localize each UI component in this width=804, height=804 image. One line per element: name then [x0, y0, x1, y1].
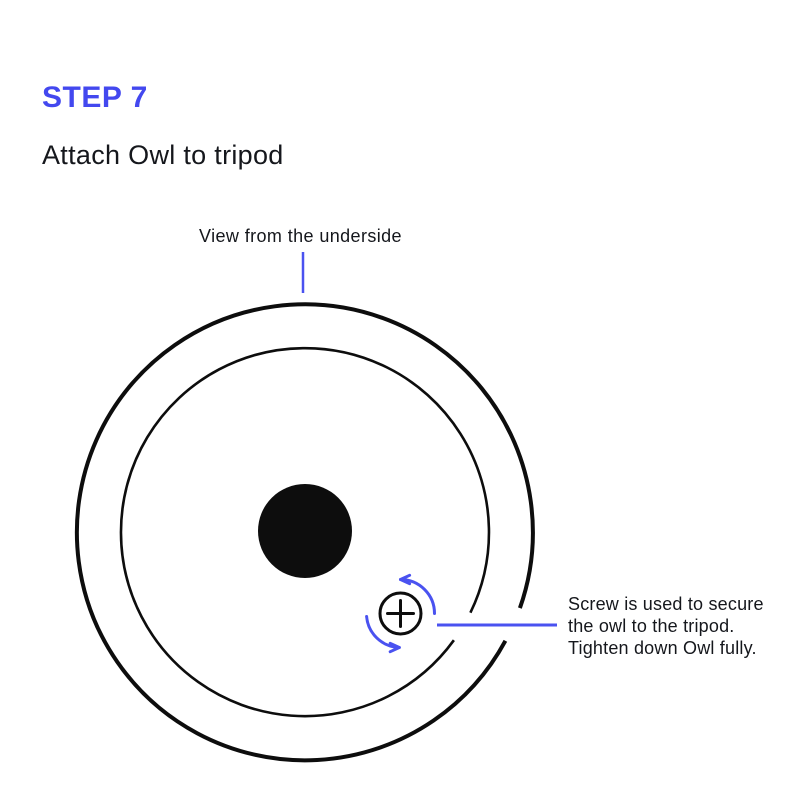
- step-heading: STEP 7: [42, 81, 148, 114]
- counterclockwise-arrow-top: [399, 578, 436, 615]
- counterclockwise-arrow-bottom-head: [388, 641, 401, 654]
- rotation-arrows: [365, 573, 436, 654]
- phillips-screw-head-icon: [378, 591, 423, 636]
- screw-annotation: Screw is used to secure the owl to the t…: [568, 593, 764, 659]
- counterclockwise-arrow-bottom: [365, 615, 401, 649]
- view-annotation-label: View from the underside: [199, 226, 402, 246]
- counterclockwise-arrow-top-head: [399, 573, 412, 586]
- screw-annotation-line: Screw is used to secure: [568, 594, 764, 614]
- owl-base-inner-ring: [119, 346, 491, 718]
- screw-annotation-line: the owl to the tripod.: [568, 616, 735, 636]
- owl-base-outer-ring: [74, 302, 535, 763]
- tripod-mount-center: [258, 484, 352, 578]
- screw-annotation-line: Tighten down Owl fully.: [568, 638, 757, 658]
- step-title: Attach Owl to tripod: [42, 140, 284, 170]
